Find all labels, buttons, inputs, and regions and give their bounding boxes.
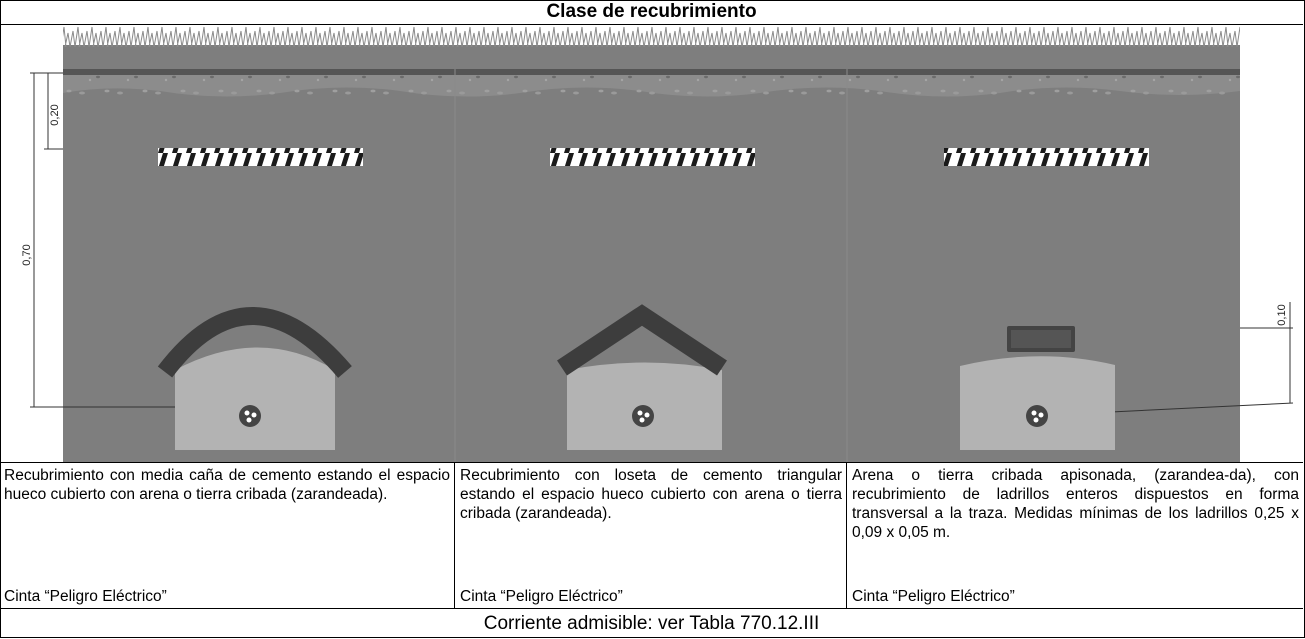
cover-triangular-slab — [557, 304, 727, 450]
warning-tape-1 — [158, 148, 363, 166]
column-brick: Arena o tierra cribada apisonada, (zaran… — [848, 463, 1303, 608]
tape-label-1: Cinta “Peligro Eléctrico” — [4, 588, 167, 605]
description-half-pipe: Recubrimiento con media caña de cemento … — [4, 467, 450, 503]
dimension-label-top: 0,20 — [49, 104, 61, 125]
footer-note: Corriente admisible: ver Tabla 770.12.II… — [0, 608, 1303, 639]
column-half-pipe: Recubrimiento con media caña de cemento … — [0, 463, 455, 608]
tape-label-2: Cinta “Peligro Eléctrico” — [460, 588, 623, 605]
description-brick: Arena o tierra cribada apisonada, (zaran… — [852, 467, 1299, 541]
warning-tape-3 — [944, 148, 1149, 166]
tape-label-3: Cinta “Peligro Eléctrico” — [852, 588, 1015, 605]
diagram-title: Clase de recubrimiento — [0, 0, 1303, 25]
cover-brick — [960, 326, 1115, 450]
cover-half-pipe — [157, 307, 352, 450]
warning-tape-2 — [550, 148, 755, 166]
dimension-label-gap: 0,10 — [1276, 304, 1288, 325]
description-triangular-slab: Recubrimiento con loseta de cemento tria… — [460, 467, 842, 522]
column-triangular-slab: Recubrimiento con loseta de cemento tria… — [456, 463, 847, 608]
dimension-label-total: 0,70 — [21, 244, 33, 265]
trench-illustration: 0,20 0,70 0,10 — [0, 25, 1303, 463]
